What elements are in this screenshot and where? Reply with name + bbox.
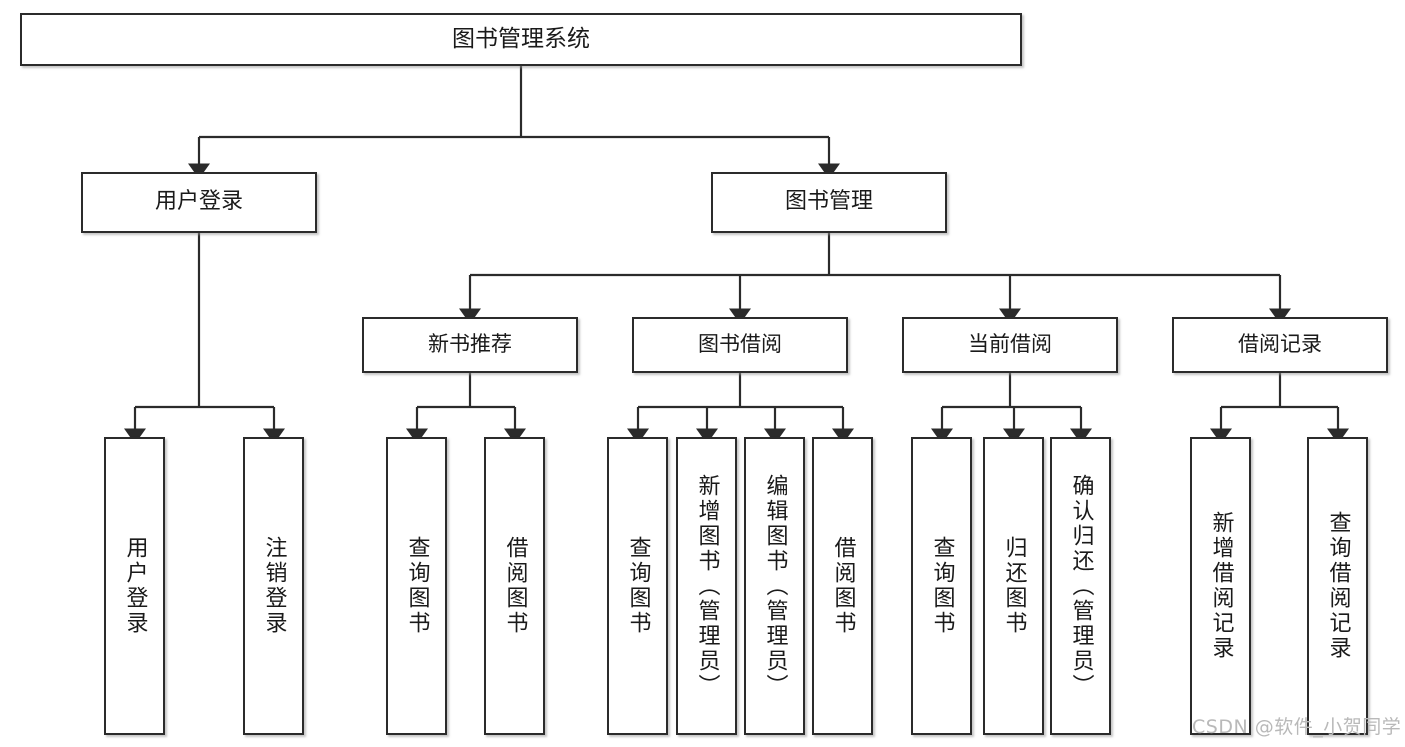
node-label: 归还图书 <box>1001 536 1027 636</box>
node-label: 借阅记录 <box>1238 332 1322 357</box>
node-leaf-query-book-1[interactable]: 查询图书 <box>386 437 447 735</box>
node-leaf-borrow-book-1[interactable]: 借阅图书 <box>484 437 545 735</box>
node-leaf-edit-book[interactable]: 编辑图书（管理员） <box>744 437 805 735</box>
node-label: 用户登录 <box>122 536 148 636</box>
node-label: 查询借阅记录 <box>1325 511 1351 661</box>
node-root[interactable]: 图书管理系统 <box>20 13 1022 66</box>
node-label: 新增图书（管理员） <box>694 473 720 699</box>
node-label: 新书推荐 <box>428 332 512 357</box>
node-leaf-user-logout[interactable]: 注销登录 <box>243 437 304 735</box>
node-leaf-add-record[interactable]: 新增借阅记录 <box>1190 437 1251 735</box>
node-label: 查询图书 <box>625 536 651 636</box>
node-leaf-return-book[interactable]: 归还图书 <box>983 437 1044 735</box>
node-current-borrow[interactable]: 当前借阅 <box>902 317 1118 373</box>
node-label: 图书管理 <box>784 189 873 215</box>
node-label: 图书借阅 <box>698 332 782 357</box>
node-label: 注销登录 <box>261 536 287 636</box>
node-leaf-query-book-2[interactable]: 查询图书 <box>607 437 668 735</box>
node-label: 借阅图书 <box>830 536 856 636</box>
node-label: 当前借阅 <box>968 332 1052 357</box>
node-leaf-user-login[interactable]: 用户登录 <box>104 437 165 735</box>
node-leaf-confirm-return[interactable]: 确认归还（管理员） <box>1050 437 1111 735</box>
node-leaf-add-book[interactable]: 新增图书（管理员） <box>676 437 737 735</box>
node-book-manage[interactable]: 图书管理 <box>711 172 947 233</box>
node-label: 查询图书 <box>404 536 430 636</box>
node-label: 图书管理系统 <box>452 25 590 52</box>
node-label: 确认归还（管理员） <box>1068 473 1094 699</box>
node-label: 用户登录 <box>154 189 243 215</box>
node-label: 查询图书 <box>929 536 955 636</box>
node-label: 新增借阅记录 <box>1208 511 1234 661</box>
node-label: 借阅图书 <box>502 536 528 636</box>
node-book-borrow[interactable]: 图书借阅 <box>632 317 848 373</box>
node-leaf-borrow-book-2[interactable]: 借阅图书 <box>812 437 873 735</box>
node-leaf-query-record[interactable]: 查询借阅记录 <box>1307 437 1368 735</box>
node-user-login[interactable]: 用户登录 <box>81 172 317 233</box>
node-borrow-record[interactable]: 借阅记录 <box>1172 317 1388 373</box>
node-leaf-query-book-3[interactable]: 查询图书 <box>911 437 972 735</box>
node-new-book-recommend[interactable]: 新书推荐 <box>362 317 578 373</box>
node-label: 编辑图书（管理员） <box>762 473 788 699</box>
connector-lines <box>124 66 1349 444</box>
watermark-label: CSDN @软件_小贺同学 <box>1192 716 1402 738</box>
